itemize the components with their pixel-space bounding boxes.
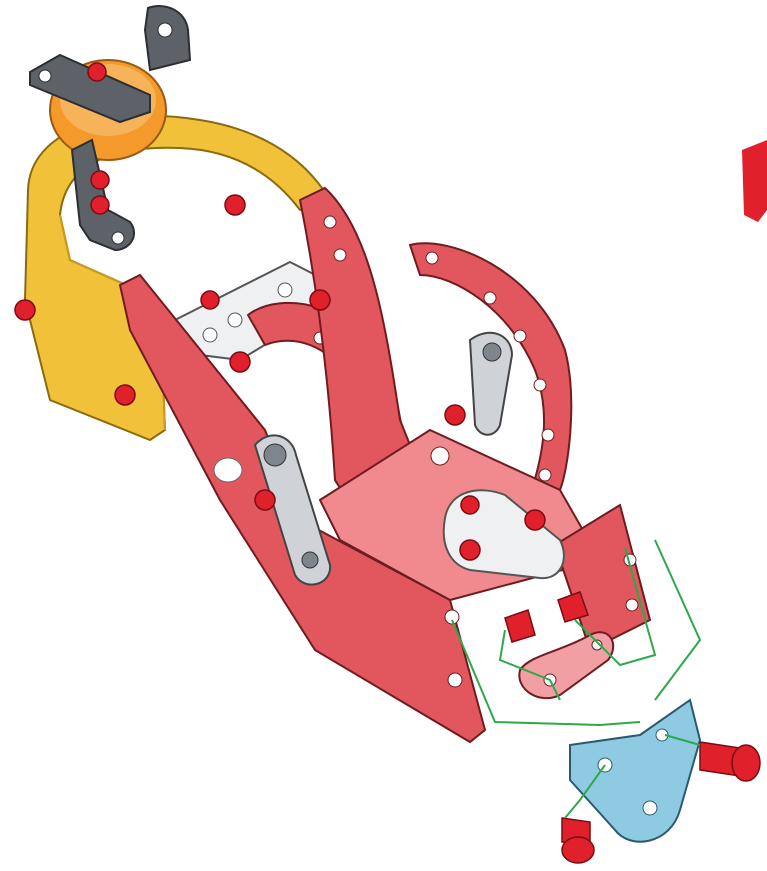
pink-small-bracket bbox=[519, 632, 613, 698]
blue-angle-bracket bbox=[570, 700, 700, 842]
gray-lever-right bbox=[470, 333, 512, 435]
red-logo-fragment bbox=[742, 140, 767, 222]
